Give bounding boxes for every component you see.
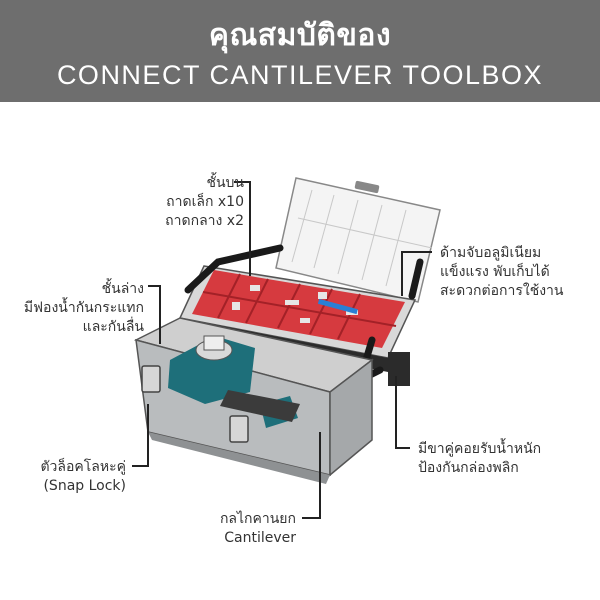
callout-bottom-layer-line3: และกันลื่น: [82, 319, 144, 335]
callout-bottom-layer-line1: ชั้นล่าง: [101, 281, 144, 297]
callout-legs: มีขาคู่คอยรับน้ำหนัก ป้องกันกล่องพลิก: [418, 440, 594, 478]
toolbox-lid: [275, 177, 441, 303]
callout-handle-line2: แข็งแรง พับเก็บได้: [440, 264, 550, 280]
callout-bottom-layer: ชั้นล่าง มีฟองน้ำกันกระแทก และกันลื่น: [6, 280, 144, 337]
callout-legs-line1: มีขาคู่คอยรับน้ำหนัก: [418, 441, 542, 457]
callout-cantilever-line1: กลไกคานยก: [219, 511, 296, 527]
callout-cantilever: กลไกคานยก Cantilever: [186, 510, 296, 548]
banner-title-english: CONNECT CANTILEVER TOOLBOX: [56, 60, 544, 90]
callout-lock-line1: ตัวล็อคโลหะคู่: [40, 459, 126, 475]
tools-inside: [168, 335, 300, 428]
callout-handle-line3: สะดวกต่อการใช้งาน: [440, 283, 564, 299]
snap-locks: [141, 365, 249, 443]
callout-top-tray-line2: ถาดเล็ก x10: [166, 194, 244, 210]
callout-legs-line2: ป้องกันกล่องพลิก: [418, 460, 519, 476]
callout-top-tray-line1: ชั้นบน: [206, 175, 244, 191]
callout-top-tray-line3: ถาดกลาง x2: [165, 213, 244, 229]
callout-handle-line1: ด้ามจับอลูมิเนียม: [440, 245, 542, 261]
callout-top-tray: ชั้นบน ถาดเล็ก x10 ถาดกลาง x2: [140, 174, 244, 231]
callout-bottom-layer-line2: มีฟองน้ำกันกระแทก: [23, 300, 144, 316]
banner-title-thai: คุณสมบัติของ: [208, 18, 392, 53]
header-banner: คุณสมบัติของ CONNECT CANTILEVER TOOLBOX: [0, 0, 600, 102]
callout-cantilever-line2: Cantilever: [224, 530, 296, 546]
callout-lines: [132, 181, 432, 519]
callout-lock: ตัวล็อคโลหะคู่ (Snap Lock): [10, 458, 126, 496]
callout-lock-line2: (Snap Lock): [43, 478, 126, 494]
callout-handle: ด้ามจับอลูมิเนียม แข็งแรง พับเก็บได้ สะด…: [440, 244, 596, 301]
